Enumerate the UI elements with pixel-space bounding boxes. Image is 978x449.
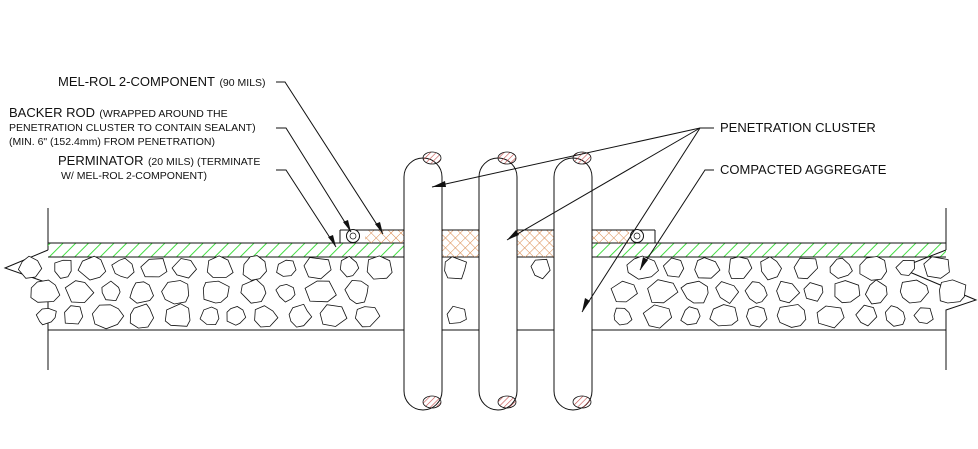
aggregate-stone: [610, 280, 638, 303]
backer-rod-left-icon: [346, 229, 360, 243]
aggregate-stone: [834, 280, 861, 304]
aggregate-stone: [54, 259, 72, 279]
aggregate-stone: [895, 259, 915, 276]
aggregate-stone: [77, 255, 107, 281]
penetration-cluster-label: PENETRATION CLUSTER: [720, 120, 876, 135]
leader-lines: [276, 81, 714, 313]
aggregate-stone: [64, 305, 84, 325]
backer-rod-note-2: PENETRATION CLUSTER TO CONTAIN SEALANT): [9, 122, 256, 134]
mel-rol-note: (90 MILS): [219, 77, 266, 89]
aggregate-stone: [91, 304, 125, 330]
aggregate-stone: [884, 305, 906, 327]
aggregate-stone: [304, 280, 337, 303]
mel-rol-sealant: [339, 229, 656, 257]
aggregate-stone: [288, 303, 313, 328]
aggregate-stone: [242, 255, 267, 281]
aggregate-stone: [354, 306, 381, 328]
aggregate-stone: [254, 305, 279, 328]
compacted-aggregate-label: COMPACTED AGGREGATE: [720, 162, 887, 177]
aggregate-stone: [626, 255, 659, 280]
pipe-1-icon: [403, 151, 443, 411]
penetration-pipes: [403, 151, 593, 411]
mel-rol-label: MEL-ROL 2-COMPONENT (90 MILS): [58, 75, 266, 90]
backer-rod-note-3: (MIN. 6" (152.4mm) FROM PENETRATION): [9, 136, 215, 148]
aggregate-stone: [303, 257, 332, 280]
aggregate-stone: [776, 304, 807, 328]
aggregate-stone: [855, 304, 878, 327]
pipe-3-icon: [553, 151, 593, 411]
aggregate-stone: [276, 259, 297, 277]
aggregate-stone: [859, 256, 888, 281]
aggregate-stone: [344, 279, 369, 305]
perminator-layer: [48, 242, 946, 258]
aggregate-stone: [746, 305, 768, 328]
aggregate-stone: [226, 306, 247, 326]
aggregate-stone: [647, 279, 679, 304]
aggregate-stone: [171, 258, 198, 279]
aggregate-stones-icon: [17, 255, 967, 330]
aggregate-stone: [715, 281, 740, 305]
aggregate-stone: [803, 282, 824, 302]
aggregate-stone: [64, 280, 95, 304]
aggregate-stone: [530, 258, 551, 280]
aggregate-stone: [366, 255, 393, 280]
backer-rod-note-1: (WRAPPED AROUND THE: [99, 108, 228, 120]
aggregate-stone: [939, 279, 967, 304]
aggregate-stone: [275, 283, 296, 303]
aggregate-stone: [662, 257, 685, 278]
aggregate-stone: [30, 279, 61, 303]
backer-rod-title: BACKER ROD: [9, 105, 95, 120]
aggregate-stone: [709, 304, 739, 327]
aggregate-stone: [339, 255, 360, 278]
aggregate-stone: [829, 257, 853, 279]
aggregate-stone: [240, 278, 267, 304]
perminator-title: PERMINATOR: [58, 153, 144, 168]
aggregate-stone: [129, 281, 154, 304]
aggregate-stone: [728, 256, 753, 279]
aggregate-stone: [199, 306, 220, 326]
perminator-label: PERMINATOR (20 MILS) (TERMINATE W/ MEL-R…: [58, 154, 260, 183]
aggregate-stone: [864, 279, 888, 305]
backer-rod-right-icon: [630, 229, 644, 243]
aggregate-stone: [129, 303, 155, 329]
aggregate-stone: [613, 307, 633, 326]
aggregate-stone: [913, 307, 934, 324]
aggregate-stone: [319, 304, 348, 327]
aggregate-stone: [694, 257, 721, 279]
aggregate-stone: [680, 306, 701, 326]
aggregate-stone: [101, 280, 121, 302]
aggregate-stone: [923, 256, 950, 279]
aggregate-stone: [111, 257, 135, 279]
aggregate-stone: [776, 280, 801, 304]
mel-rol-title: MEL-ROL 2-COMPONENT: [58, 74, 215, 89]
aggregate-stone: [17, 255, 43, 279]
aggregate-stone: [760, 256, 782, 281]
aggregate-stone: [642, 304, 673, 329]
pipe-2-icon: [478, 151, 518, 411]
aggregate-stone: [140, 258, 168, 278]
aggregate-stone: [206, 255, 234, 278]
aggregate-stone: [202, 280, 230, 304]
aggregate-stone: [680, 280, 709, 304]
aggregate-stone: [793, 257, 819, 280]
aggregate-stone: [164, 303, 191, 327]
perminator-note-2: W/ MEL-ROL 2-COMPONENT): [61, 170, 208, 182]
aggregate-stone: [446, 305, 467, 325]
aggregate-stone: [816, 305, 845, 329]
aggregate-stone: [444, 256, 467, 280]
perminator-note-1: (20 MILS) (TERMINATE: [147, 156, 261, 168]
backer-rod-label: BACKER ROD (WRAPPED AROUND THE PENETRATI…: [9, 106, 256, 149]
aggregate-stone: [744, 281, 768, 304]
aggregate-stone: [35, 307, 57, 326]
aggregate-stone: [161, 280, 190, 305]
aggregate-stone: [899, 279, 929, 304]
